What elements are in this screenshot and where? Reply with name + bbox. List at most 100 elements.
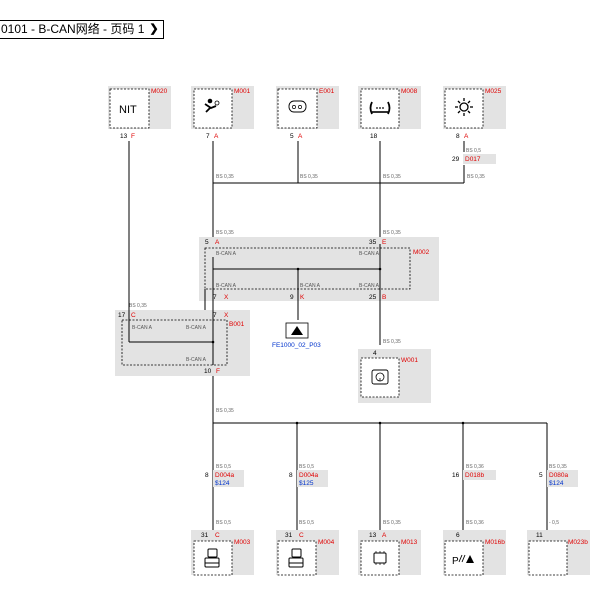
chip-icon <box>373 551 387 565</box>
wire-label: BS 0,5 <box>216 520 231 526</box>
connector-d017[interactable]: BS 0,5 29 D017 <box>452 148 496 164</box>
wire-label: BS 0,35 <box>216 174 234 180</box>
connector-d080a[interactable]: BS 0,35 5 D080a $124 <box>539 464 578 487</box>
module-b001-pin: 7 <box>213 312 217 319</box>
module-m003-pin-code: C <box>215 532 220 539</box>
wire-labels-bottom: BS 0,5 BS 0,5 BS 0,35 BS 0,36 - 0,5 <box>216 520 559 526</box>
module-m002-pin-code: K <box>300 294 305 301</box>
module-m004[interactable]: M004 31 C <box>276 530 339 576</box>
module-w001-pin: 4 <box>373 350 377 357</box>
chevron-down-icon: ❯ <box>149 23 159 35</box>
triangle-up-icon <box>291 326 303 335</box>
page-title: 0101 - B-CAN网络 - 页码 1 <box>1 22 145 36</box>
module-e001-pin-code: A <box>298 133 303 140</box>
module-m002-pin-code: A <box>215 239 220 246</box>
module-m016b-label: P <box>452 556 459 567</box>
wire-label: BS 0,35 <box>383 174 401 180</box>
module-m020-pin: 13 <box>120 133 128 140</box>
wire-label: BS 0,36 <box>466 520 484 526</box>
wire-labels-top: BS 0,35 BS 0,35 BS 0,35 BS 0,35 BS 0,35 … <box>216 174 485 236</box>
module-m025[interactable]: M025 8 A <box>443 86 506 140</box>
module-m016b[interactable]: P M016b 6 <box>443 530 506 576</box>
module-m016b-pin: 6 <box>456 532 460 539</box>
module-m013-pin: 13 <box>369 532 377 539</box>
climate-fan-icon <box>455 98 473 116</box>
bus-label: B-CAN A <box>300 283 321 289</box>
bus-label: B-CAN A <box>186 325 207 331</box>
module-m002-pin: 35 <box>369 239 377 246</box>
module-m008-code: M008 <box>401 88 418 95</box>
module-m013-pin-code: A <box>382 532 387 539</box>
wire-label: BS 0,35 <box>383 339 401 345</box>
wire-label: BS 0,5 <box>299 464 314 470</box>
connector-d017-code: D017 <box>465 156 481 163</box>
module-m020-label: NIT <box>119 104 137 116</box>
connector-pin: 8 <box>289 472 293 479</box>
module-m002-pin: 9 <box>290 294 294 301</box>
module-m020[interactable]: NIT M020 13 F <box>108 86 171 140</box>
module-e001-code: E001 <box>319 88 335 95</box>
module-m002-pin-code: B <box>382 294 386 301</box>
module-e001[interactable]: E001 5 A <box>276 86 339 140</box>
seat-icon <box>204 548 220 568</box>
module-m013[interactable]: M013 13 A <box>358 530 421 576</box>
connector-d018b[interactable]: BS 0,36 16 D018b <box>452 464 496 480</box>
wire-label: BS 0,35 <box>467 174 485 180</box>
module-m013-code: M013 <box>401 539 418 546</box>
module-m003-code: M003 <box>234 539 251 546</box>
page-selector-dropdown[interactable]: 0101 - B-CAN网络 - 页码 1 ❯ <box>0 20 164 39</box>
module-m008-pin: 18 <box>370 133 378 140</box>
module-m025-pin: 8 <box>456 133 460 140</box>
module-m002-pin: 5 <box>205 239 209 246</box>
wire-label: BS 0,35 <box>216 230 234 236</box>
bus-label: B-CAN A <box>132 325 153 331</box>
wire-label: BS 0,35 <box>383 230 401 236</box>
parking-sensor-icon <box>458 554 474 563</box>
module-m003[interactable]: M003 31 C <box>191 530 254 576</box>
module-m001-pin-code: A <box>214 133 219 140</box>
module-m002[interactable]: B-CAN A B-CAN A B-CAN A B-CAN A B-CAN A … <box>199 237 439 301</box>
module-m004-pin: 31 <box>285 532 293 539</box>
module-b001-pin: 10 <box>204 368 212 375</box>
connector-d017-pin: 29 <box>452 156 460 163</box>
steering-wheel-icon <box>371 369 389 385</box>
connector-pin: 16 <box>452 472 460 479</box>
connector-code: D018b <box>465 472 485 479</box>
module-m001[interactable]: M001 7 A <box>191 86 254 140</box>
connector-ref: $124 <box>549 480 564 487</box>
module-m020-code: M020 <box>151 88 168 95</box>
module-m002-code: M002 <box>413 249 430 256</box>
module-m002-pin: 7 <box>213 294 217 301</box>
module-b001[interactable]: BS 0,35 B-CAN A B-CAN A B-CAN A B001 17 … <box>115 303 250 376</box>
module-m016b-code: M016b <box>485 539 505 546</box>
module-b001-pin: 17 <box>118 312 126 319</box>
module-m023b[interactable]: M023b 11 <box>527 530 590 576</box>
module-m004-pin-code: C <box>299 532 304 539</box>
module-b001-code: B001 <box>229 321 245 328</box>
module-w001-code: W001 <box>401 357 418 364</box>
module-b001-pin-code: F <box>216 368 220 375</box>
bus-label: B-CAN A <box>186 357 207 363</box>
wire-label: BS 0,35 <box>300 174 318 180</box>
wire-label: BS 0,5 <box>466 148 481 154</box>
connector-code: D004a <box>299 472 319 479</box>
module-m008[interactable]: M008 18 <box>358 86 421 140</box>
wire-label: - 0,5 <box>549 520 559 526</box>
connector-code: D080a <box>549 472 569 479</box>
module-w001[interactable]: BS 0,35 W001 4 <box>358 339 431 403</box>
module-b001-pin-code: C <box>131 312 136 319</box>
module-m023b-pin: 11 <box>536 532 543 539</box>
module-m001-pin: 7 <box>206 133 210 140</box>
link-fe1000-02-p03[interactable]: FE1000_02_P03 <box>272 322 321 349</box>
wire-label: BS 0,35 <box>549 464 567 470</box>
bus-label: B-CAN A <box>216 283 237 289</box>
wire-label: BS 0,36 <box>466 464 484 470</box>
connector-d004a-1[interactable]: BS 0,5 8 D004a $124 <box>205 464 244 487</box>
connector-pin: 8 <box>205 472 209 479</box>
module-m002-pin-code: E <box>382 239 387 246</box>
module-m023b-code: M023b <box>568 539 588 546</box>
module-m002-pin-code: X <box>224 294 229 301</box>
connector-d004a-2[interactable]: BS 0,5 8 D004a $125 <box>289 464 328 487</box>
light-switch-icon <box>369 101 391 115</box>
